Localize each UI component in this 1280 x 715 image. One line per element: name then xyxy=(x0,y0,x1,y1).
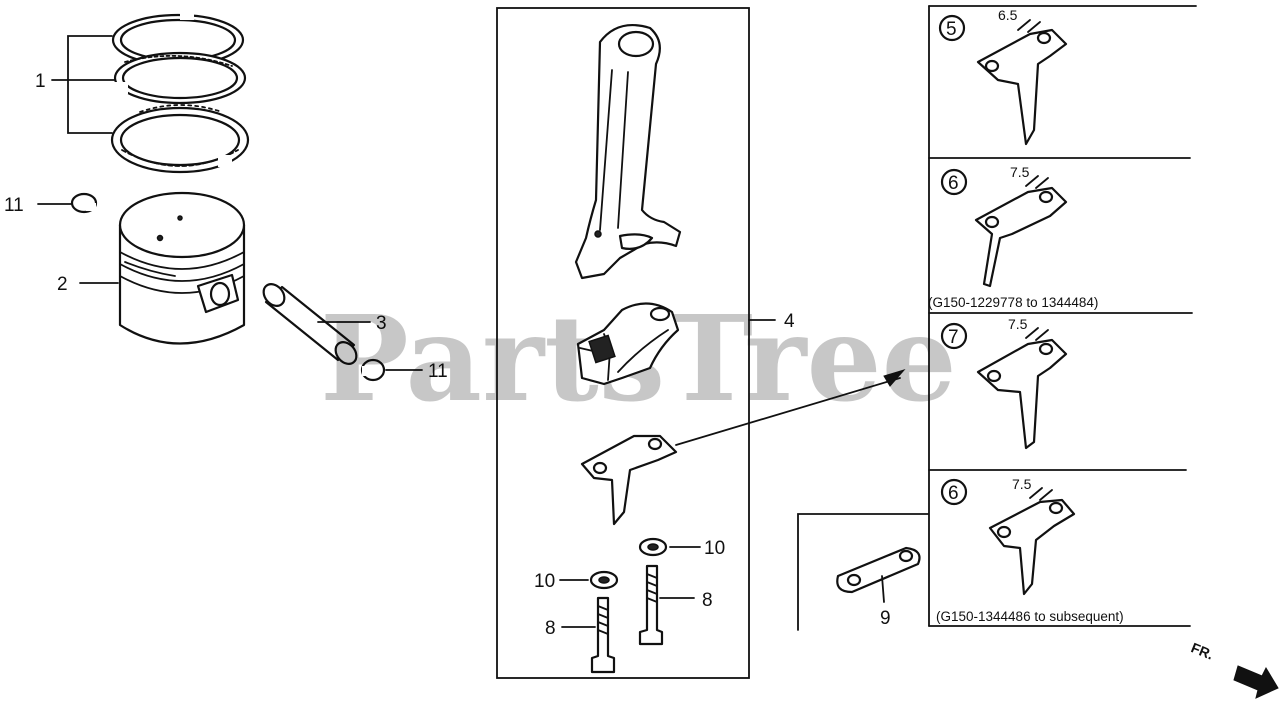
callout-11-right: 11 xyxy=(428,361,448,382)
front-direction-label: FR. xyxy=(1189,639,1216,662)
callout-5: 5 xyxy=(946,19,957,40)
front-arrow-icon xyxy=(1233,665,1279,699)
connecting-rod-box xyxy=(496,7,750,679)
rod-bolt-right xyxy=(638,564,695,646)
second-ring xyxy=(113,51,247,105)
lock-plate xyxy=(797,513,929,631)
serial-range-caption-2: (G150-1344486 to subsequent) xyxy=(936,609,1124,624)
callout-11-left: 11 xyxy=(4,195,24,216)
dipper-variant-7: 7 7.5 xyxy=(940,316,1068,450)
callout-3: 3 xyxy=(376,313,387,334)
piston-pin-clip-left xyxy=(37,192,98,214)
dipper-variant-6a: 6 7.5 xyxy=(940,164,1068,288)
dimension-6b: 7.5 xyxy=(1012,476,1032,492)
callout-6b: 6 xyxy=(948,483,959,504)
callout-4: 4 xyxy=(784,311,795,332)
callout-10-left: 10 xyxy=(534,571,555,592)
piston-pin-clip-right xyxy=(360,358,423,382)
dipper-variant-6b: 6 7.5 xyxy=(940,476,1076,596)
rod-cap xyxy=(576,302,680,386)
washer-right xyxy=(638,537,701,557)
callout-7: 7 xyxy=(948,327,959,348)
serial-range-caption-1: (G150-1229778 to 1344484) xyxy=(928,295,1098,310)
callout-6a: 6 xyxy=(948,173,959,194)
ring-set-bracket xyxy=(51,35,115,134)
dipper-in-assembly xyxy=(580,369,906,526)
oil-ring xyxy=(110,104,250,174)
callout-2: 2 xyxy=(57,274,68,295)
dimension-7: 7.5 xyxy=(1008,316,1028,332)
callout-10-right: 10 xyxy=(704,538,725,559)
dimension-6a: 7.5 xyxy=(1010,164,1030,180)
top-ring xyxy=(111,10,245,67)
front-direction-indicator: FR. xyxy=(1189,639,1279,699)
piston-pin xyxy=(262,283,371,365)
rod-bolt-left xyxy=(561,596,616,674)
dimension-5: 6.5 xyxy=(998,7,1018,23)
connecting-rod xyxy=(574,24,682,280)
callout-8-left: 8 xyxy=(545,618,556,639)
piston xyxy=(79,191,246,345)
washer-left xyxy=(559,570,619,590)
dipper-variant-5: 5 6.5 xyxy=(938,7,1068,146)
piston-rings xyxy=(110,10,250,174)
callout-1: 1 xyxy=(35,71,46,92)
callout-8-right: 8 xyxy=(702,590,713,611)
callout-9: 9 xyxy=(880,608,891,629)
variant-panel xyxy=(928,5,1197,627)
